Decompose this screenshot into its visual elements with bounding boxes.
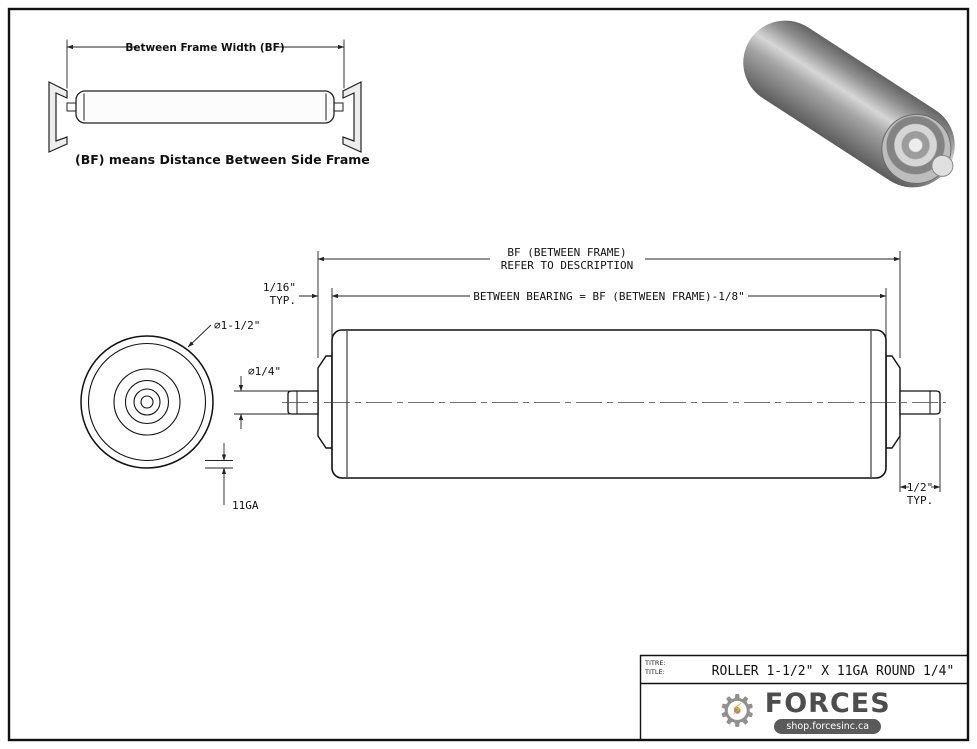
roller-3d-render [727,4,972,204]
between-bearing-dimension: BETWEEN BEARING = BF (BETWEEN FRAME)-1/8… [331,288,887,352]
inset-right-frame [342,81,362,153]
shaft-ext-typ: TYP. [907,494,934,507]
gauge-label: 11GA [232,499,259,512]
inset-roller-hub-lines [83,93,327,121]
title-block-lines [639,654,968,740]
bf-dimension: BF (BETWEEN FRAME) REFER TO DESCRIPTION [317,246,901,358]
roller-dia-leader [187,324,212,348]
gear-icon: ⚙⚡ [717,686,757,737]
inset-right-axle [333,102,344,112]
bb-label: BETWEEN BEARING = BF (BETWEEN FRAME)-1/8… [473,290,745,303]
sheet-border [7,7,970,742]
gap-label-typ: TYP. [270,294,297,307]
end-view-bearing [124,379,170,425]
roller-dia-label: ⌀1-1/2" [214,319,260,332]
left-bearing-cap [317,355,333,449]
inset-dim-label: Between Frame Width (BF) [125,42,284,54]
lightning-icon: ⚡ [731,700,743,721]
brand-name: FORCES [764,687,891,719]
gauge-dimension: 11GA [205,443,259,512]
brand-text-column: FORCES shop.forcesinc.ca [764,687,891,735]
right-bearing-cap [885,355,901,449]
gap-label-value: 1/16" [263,281,296,294]
end-view-od [80,335,214,469]
shaft-dia-extension-lines [234,390,290,415]
bf-label-line1: BF (BETWEEN FRAME) [507,246,626,259]
roller-3d-body [727,4,971,204]
end-view-race [133,388,161,416]
roller-end-view [80,335,214,469]
tube-end-lines [346,331,872,477]
roller-dia-callout: ⌀1-1/2" [187,319,260,348]
shaft-ext-value: 1/2" [907,481,934,494]
shaft-dia-dimension: ⌀1/4" [234,365,290,429]
title-label-fr: TITRE: [644,659,666,667]
inset-left-axle [66,102,77,112]
roller-side-view [282,329,946,479]
title-label-en: TITLE: [644,668,665,676]
roller-3d-endcap [867,100,965,198]
shaft-dia-label: ⌀1/4" [248,365,281,378]
shaft-ext-dimension: 1/2" TYP. [899,418,941,507]
bf-label-line2: REFER TO DESCRIPTION [501,259,633,272]
bb-extension-lines [331,288,887,352]
inset-frame-diagram: Between Frame Width (BF) (BF) means Dist… [48,39,370,167]
brand-url: shop.forcesinc.ca [774,718,882,735]
forces-logo: ⚙⚡ FORCES shop.forcesinc.ca [640,684,968,740]
end-view-id [87,342,207,462]
inset-roller-body [75,90,335,124]
inset-caption: (BF) means Distance Between Side Frame [75,152,370,167]
end-view-shaft [140,395,154,409]
title-block: TITRE: TITLE: ROLLER 1-1/2" X 11GA ROUND… [639,654,968,740]
drawing-title: ROLLER 1-1/2" X 11GA ROUND 1/4" [712,664,955,679]
roller-tube [331,329,887,479]
end-view-housing [113,368,181,436]
shaft-ext-extension-lines [899,418,941,492]
gauge-extension-lines [205,460,233,469]
inset-left-frame [48,81,68,153]
bf-extension-lines [317,251,901,358]
gap-dimension: 1/16" TYP. [263,281,319,307]
